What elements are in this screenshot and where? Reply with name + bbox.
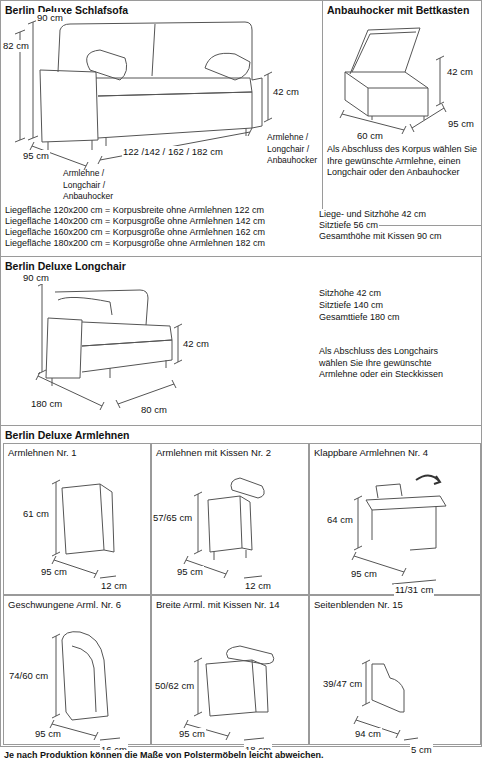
dimension-label: 57/65 cm [152, 512, 193, 524]
panel-caption: Armlehnen mit Kissen Nr. 2 [152, 444, 308, 462]
dimension-label: 95 cm [34, 728, 62, 740]
panel-caption: Armlehnen Nr. 1 [4, 444, 150, 462]
section-heading: Anbauhocker mit Bettkasten [323, 1, 481, 19]
longchair-panel: Berlin Deluxe Longchair [0, 256, 482, 426]
dimension-label: 5 cm [410, 744, 433, 756]
dimension-label: 90 cm [36, 12, 64, 24]
sofa-drawing [15, 20, 272, 170]
note-text: Als Abschluss des Longchairs wählen Sie … [318, 346, 470, 381]
dimension-label: 60 cm [356, 130, 384, 142]
dimension-label: 42 cm [272, 86, 300, 98]
dimension-label: 95 cm [350, 568, 378, 580]
dimension-label: 180 cm [30, 398, 63, 410]
note-text: Armlehne / Longchair / Anbauhocker [62, 168, 128, 203]
dimension-label: 95 cm [178, 728, 206, 740]
armrest-drawings [50, 632, 418, 740]
armrest-box: Breite Arml. mit Kissen Nr. 14 [151, 595, 309, 745]
dimension-label: 39/47 cm [322, 678, 363, 690]
dimension-label: 122 /142 / 162 / 182 cm [122, 146, 224, 158]
dimension-label: Sitztiefe 140 cm [318, 300, 384, 312]
section-heading: Berlin Deluxe Longchair [1, 257, 481, 275]
section-heading: Berlin Deluxe Armlehnen [1, 426, 481, 444]
armrest-box: Seitenblenden Nr. 15 [309, 595, 481, 745]
dimension-label: 82 cm [2, 40, 30, 52]
dimension-label: 94 cm [354, 728, 382, 740]
dimension-label: Liege- und Sitzhöhe 42 cm [318, 209, 427, 221]
dimension-label: Liegefläche 180x200 cm = Korpusgröße ohn… [4, 238, 266, 250]
dimension-label: Sitzhöhe 42 cm [318, 288, 382, 300]
dimension-label: Liegefläche 140x200 cm = Korpusgröße ohn… [4, 216, 266, 228]
dimension-label: 12 cm [100, 580, 128, 592]
dimension-label: 95 cm [22, 150, 50, 162]
dimension-label: 12 cm [244, 580, 272, 592]
dimension-label: 80 cm [140, 404, 168, 416]
dimension-label: 42 cm [182, 338, 210, 350]
longchair-drawing [36, 282, 182, 410]
dimension-label: 42 cm [446, 66, 474, 78]
note-text: Als Abschluss des Korpus wählen Sie Ihre… [326, 144, 480, 179]
dimension-label: 74/60 cm [8, 670, 49, 682]
dimension-label: 61 cm [22, 508, 50, 520]
dimension-label: Liegefläche 120x200 cm = Korpusbreite oh… [4, 205, 265, 217]
dimension-label: Gesamttiefe 180 cm [318, 312, 401, 324]
dimension-label: 50/62 cm [154, 680, 195, 692]
dimension-label: 95 cm [176, 566, 204, 578]
dimension-label: 95 cm [40, 566, 68, 578]
dimension-label: 64 cm [326, 514, 354, 526]
dimension-label: 90 cm [22, 272, 50, 284]
dimension-label: Gesamthöhe mit Kissen 90 cm [318, 231, 443, 243]
stool-panel: Anbauhocker mit Bettkasten [322, 0, 482, 226]
dimension-label: Sitztiefe 56 cm [318, 220, 379, 232]
dimension-label: 11/31 cm [394, 584, 434, 596]
panel-caption: Seitenblenden Nr. 15 [310, 596, 480, 614]
stool-drawing [340, 28, 446, 134]
panel-caption: Geschwungene Arml. Nr. 6 [4, 596, 150, 614]
dimension-label: Liegefläche 160x200 cm = Korpusgröße ohn… [4, 227, 266, 239]
note-text: Armlehne / Longchair / Anbauhocker [266, 132, 324, 167]
dimension-label: 95 cm [447, 118, 475, 130]
armrest-drawings [52, 475, 446, 584]
panel-caption: Breite Arml. mit Kissen Nr. 14 [152, 596, 308, 614]
dimension-label: Je nach Produktion können die Maße von P… [3, 750, 325, 762]
panel-caption: Klappbare Armlehnen Nr. 4 [310, 444, 480, 462]
